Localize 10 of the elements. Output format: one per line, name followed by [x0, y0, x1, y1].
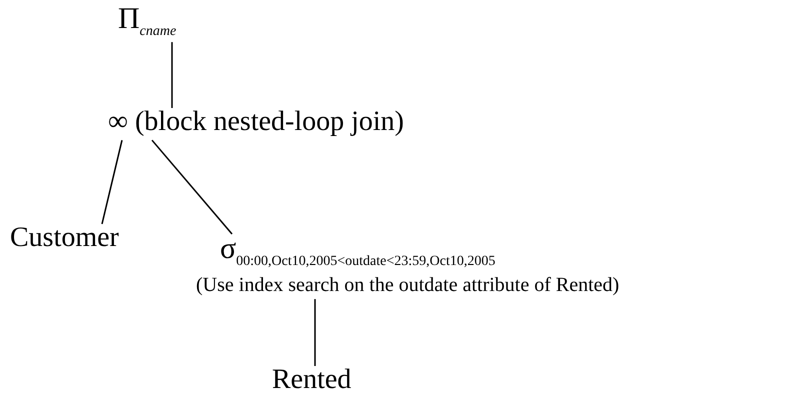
- operator-label: σ$_{00:00,Oct10,2005<outdate<23:59,Oct10,2005}$: [220, 232, 496, 270]
- annotation-text: (Use index search on the outdate attribute of Rented): [196, 274, 620, 298]
- tree-edge: [151, 140, 233, 234]
- tree-edge: [314, 299, 316, 366]
- relation-label: Rented: [272, 364, 352, 396]
- operator-label: ∞ (block nested-loop join): [108, 106, 404, 138]
- tree-edge: [171, 42, 173, 108]
- relation-label: Customer: [10, 222, 119, 254]
- operator-label: Π$_{cname}$: [118, 2, 176, 40]
- tree-edge: [101, 140, 123, 224]
